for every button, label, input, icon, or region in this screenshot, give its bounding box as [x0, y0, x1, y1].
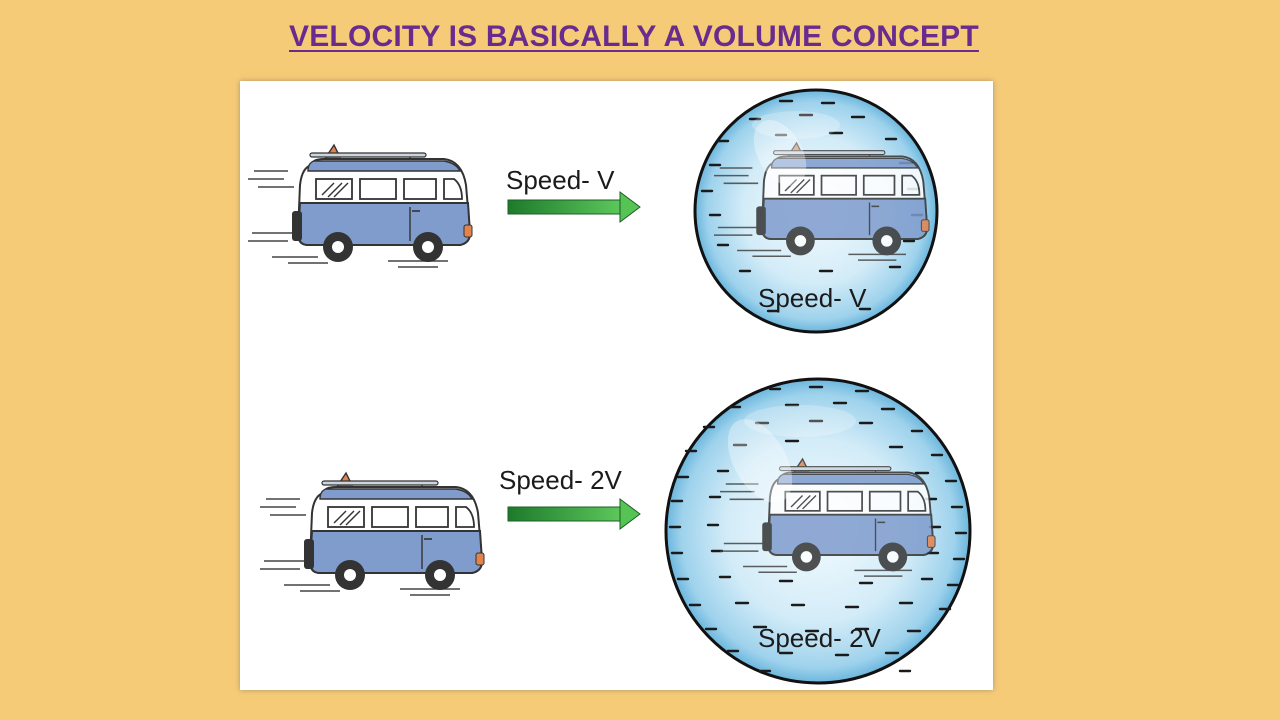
slide-title: VELOCITY IS BASICALLY A VOLUME CONCEPT	[289, 20, 979, 53]
bubble-label-top: Speed- V	[758, 283, 867, 313]
bubble-top	[693, 88, 939, 334]
velocity-volume-diagram: Speed- V Speed- V Speed- 2V	[247, 88, 972, 685]
bubble-label-bottom: Speed- 2V	[758, 623, 882, 653]
van-top-left	[247, 144, 473, 268]
arrow-label-top: Speed- V	[506, 165, 615, 195]
diagram-panel: Speed- V Speed- V Speed- 2V	[240, 81, 993, 690]
arrow-label-bottom: Speed- 2V	[499, 465, 623, 495]
bubble-bottom	[664, 377, 972, 685]
green-arrow-bottom	[507, 498, 641, 530]
van-bottom-left	[259, 472, 485, 596]
green-arrow-top	[507, 191, 641, 223]
